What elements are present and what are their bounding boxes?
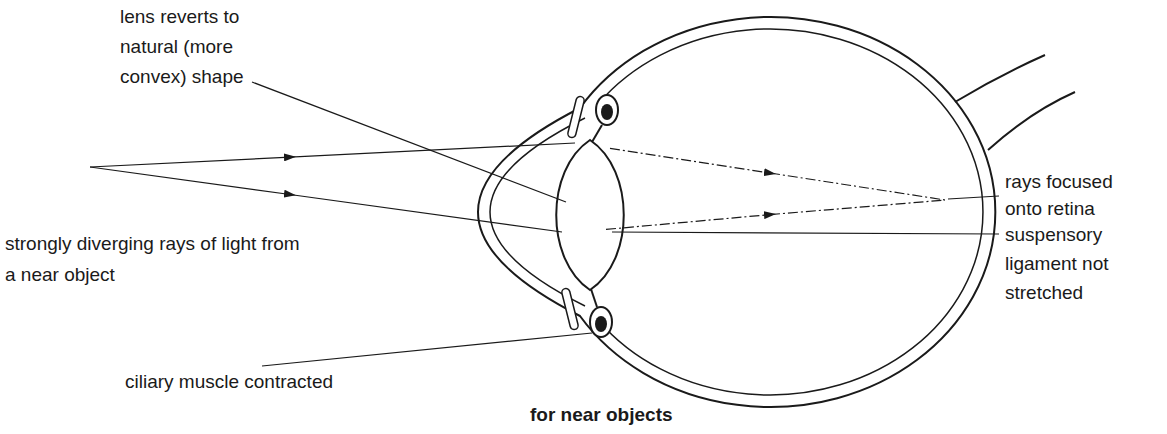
part-label: ciliary muscle contracted <box>125 370 425 394</box>
light-ray <box>90 167 290 195</box>
retina-line <box>598 29 983 395</box>
eyeball-outline <box>478 17 995 407</box>
light-ray <box>290 143 575 157</box>
ciliary-muscle <box>595 316 607 332</box>
leader-line <box>262 333 592 366</box>
iris <box>561 288 579 331</box>
lens <box>556 140 624 290</box>
light-ray <box>770 173 945 200</box>
ciliary-body <box>596 95 618 125</box>
light-ray <box>90 157 290 167</box>
ciliary-body <box>590 307 612 337</box>
light-ray <box>606 215 770 230</box>
ciliary-muscle <box>601 104 613 120</box>
part-label: lens reverts to natural (more convex) sh… <box>120 2 270 92</box>
optic-nerve <box>955 55 1045 102</box>
light-ray <box>770 200 945 215</box>
part-label: strongly diverging rays of light from a … <box>5 228 305 290</box>
light-ray <box>610 148 770 173</box>
part-label: suspensory ligament not stretched <box>1005 220 1130 307</box>
leader-line <box>612 232 999 234</box>
leader-line <box>948 196 999 199</box>
iris <box>567 96 585 139</box>
part-label: rays focused onto retina <box>1005 168 1145 222</box>
optic-nerve <box>988 92 1075 150</box>
suspensory-ligament <box>592 125 602 142</box>
figure-caption: for near objects <box>530 404 790 426</box>
suspensory-ligament <box>591 289 597 307</box>
light-ray <box>290 195 562 233</box>
leader-line <box>252 82 566 202</box>
